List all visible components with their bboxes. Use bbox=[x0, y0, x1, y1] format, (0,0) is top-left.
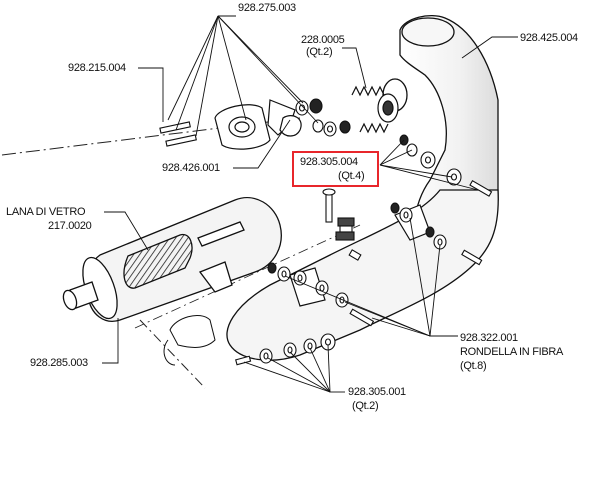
label-lana-di-vetro: LANA DI VETRO bbox=[6, 206, 86, 218]
label-928-275-003: 928.275.003 bbox=[238, 2, 296, 14]
centerline-assembly bbox=[139, 319, 206, 389]
label-928-322-001-qty: (Qt.8) bbox=[460, 360, 487, 372]
washer-group-right bbox=[390, 202, 483, 266]
label-rondella-in-fibra: RONDELLA IN FIBRA bbox=[460, 346, 564, 358]
washer-group-middle bbox=[267, 262, 375, 327]
label-928-285-003: 928.285.003 bbox=[30, 357, 88, 369]
label-928-215-004: 928.215.004 bbox=[68, 62, 126, 74]
label-928-305-001-qty: (Qt.2) bbox=[352, 400, 379, 412]
label-928-426-001: 928.426.001 bbox=[162, 162, 220, 174]
label-928-305-004: 928.305.004 bbox=[300, 156, 358, 168]
label-228-0005: 228.0005 bbox=[301, 34, 345, 46]
washer-group-upper bbox=[399, 134, 493, 197]
label-928-305-004-qty: (Qt.4) bbox=[338, 170, 365, 182]
label-928-425-004: 928.425.004 bbox=[520, 32, 578, 44]
label-928-305-001: 928.305.001 bbox=[348, 386, 406, 398]
flange-nuts bbox=[295, 98, 351, 137]
rubber-mount bbox=[322, 188, 362, 261]
highlight-box bbox=[292, 151, 379, 187]
silencer-ghost-outline bbox=[163, 315, 216, 366]
leader-lines bbox=[102, 15, 518, 393]
studs bbox=[159, 121, 197, 147]
washer-group-lower bbox=[235, 333, 336, 366]
label-228-0005-qty: (Qt.2) bbox=[306, 46, 333, 58]
label-lana-code: 217.0020 bbox=[48, 220, 92, 232]
label-928-322-001: 928.322.001 bbox=[460, 332, 518, 344]
springs bbox=[351, 85, 389, 134]
inlet-flange bbox=[214, 99, 302, 150]
silencer bbox=[62, 196, 282, 322]
